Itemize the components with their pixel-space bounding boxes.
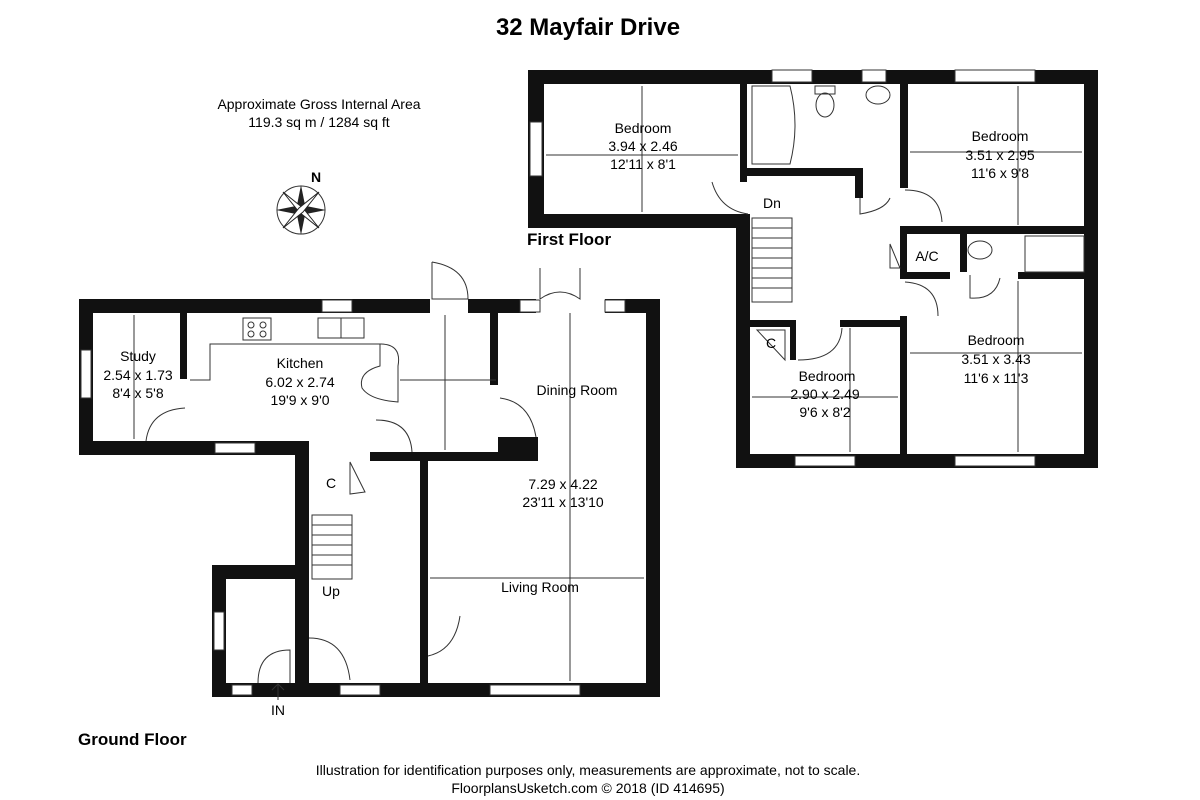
ground-floor-label: Ground Floor (78, 730, 187, 749)
ground-floor-plan (79, 261, 660, 700)
compass-rose-icon: N (276, 169, 326, 235)
gross-area-label: Approximate Gross Internal Area (217, 96, 420, 112)
room-bedroom-2-metric: 3.51 x 2.95 (965, 147, 1034, 163)
first-floor-plan (528, 69, 1098, 468)
room-bedroom-3-name: Bedroom (968, 332, 1025, 348)
compass-north-label: N (311, 169, 321, 185)
room-bedroom-1-metric: 3.94 x 2.46 (608, 138, 677, 154)
room-study-imperial: 8'4 x 5'8 (112, 385, 163, 401)
room-living-metric: 7.29 x 4.22 (528, 476, 597, 492)
room-living-imperial: 23'11 x 13'10 (522, 494, 604, 510)
cupboard-first-label: C (766, 335, 776, 351)
entrance-label: IN (271, 702, 285, 718)
staircase-up (311, 514, 353, 580)
cupboard-ground-label: C (326, 475, 336, 491)
gross-area-value: 119.3 sq m / 1284 sq ft (248, 114, 389, 130)
room-bedroom-3-metric: 3.51 x 3.43 (961, 351, 1030, 367)
staircase-down (751, 217, 793, 303)
room-bedroom-1-imperial: 12'11 x 8'1 (610, 156, 676, 172)
first-floor-label: First Floor (527, 230, 611, 249)
copyright-text: FloorplansUsketch.com © 2018 (ID 414695) (451, 780, 724, 796)
room-study-name: Study (120, 348, 156, 364)
room-dining-name: Dining Room (537, 382, 618, 398)
room-kitchen-name: Kitchen (277, 355, 324, 371)
room-bedroom-2-name: Bedroom (972, 128, 1029, 144)
room-living-name: Living Room (501, 579, 579, 595)
room-bedroom-2-imperial: 11'6 x 9'8 (971, 165, 1029, 181)
stairs-down-label: Dn (763, 195, 781, 211)
room-kitchen-metric: 6.02 x 2.74 (265, 374, 334, 390)
room-study-metric: 2.54 x 1.73 (103, 367, 172, 383)
plan-title: 32 Mayfair Drive (496, 14, 680, 41)
room-bedroom-4-name: Bedroom (799, 368, 856, 384)
disclaimer-text: Illustration for identification purposes… (316, 762, 860, 778)
stairs-up-label: Up (322, 583, 340, 599)
room-bedroom-4-imperial: 9'6 x 8'2 (799, 404, 850, 420)
room-bedroom-4-metric: 2.90 x 2.49 (790, 386, 859, 402)
room-bedroom-1-name: Bedroom (615, 120, 672, 136)
room-kitchen-imperial: 19'9 x 9'0 (270, 392, 329, 408)
airing-cupboard-label: A/C (915, 248, 938, 264)
room-bedroom-3-imperial: 11'6 x 11'3 (964, 370, 1029, 386)
